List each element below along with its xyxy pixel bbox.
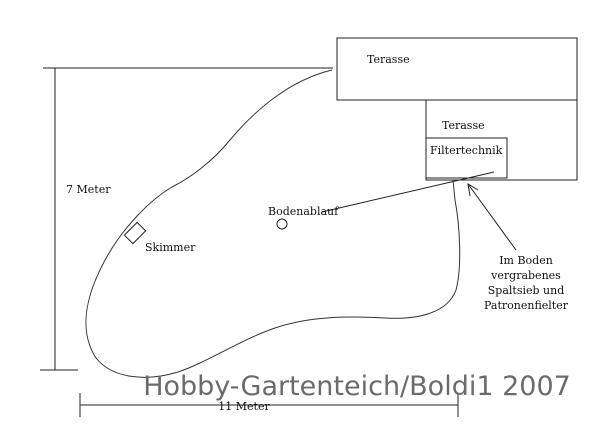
terrace-top-box [336,37,578,101]
height-dimension-label: 7 Meter [66,183,111,196]
note-line-3: Spaltsieb und [488,284,565,297]
note-arrow-head [467,183,479,197]
bottom-drain-circle [276,218,288,230]
terrace-top-label: Terasse [367,53,410,66]
terrace-lower-box [425,99,578,181]
watermark-text: Hobby-Gartenteich/Boldi1 2007 [143,371,571,402]
skimmer-box [123,221,147,245]
drain-pipe-line [321,171,495,213]
bottom-drain-label: Bodenablauf [268,205,339,218]
pond-outline [85,69,461,378]
skimmer-label: Skimmer [145,241,196,254]
width-dimension-label: 11 Meter [218,400,270,413]
filter-technology-label: Filtertechnik [430,144,503,157]
note-line-4: Patronenfielter [484,299,569,312]
note-line-2: vergrabenes [490,269,561,282]
note-arrow-line [467,183,517,251]
terrace-lower-label: Terasse [442,119,485,132]
note-line-1: Im Boden [499,254,553,267]
